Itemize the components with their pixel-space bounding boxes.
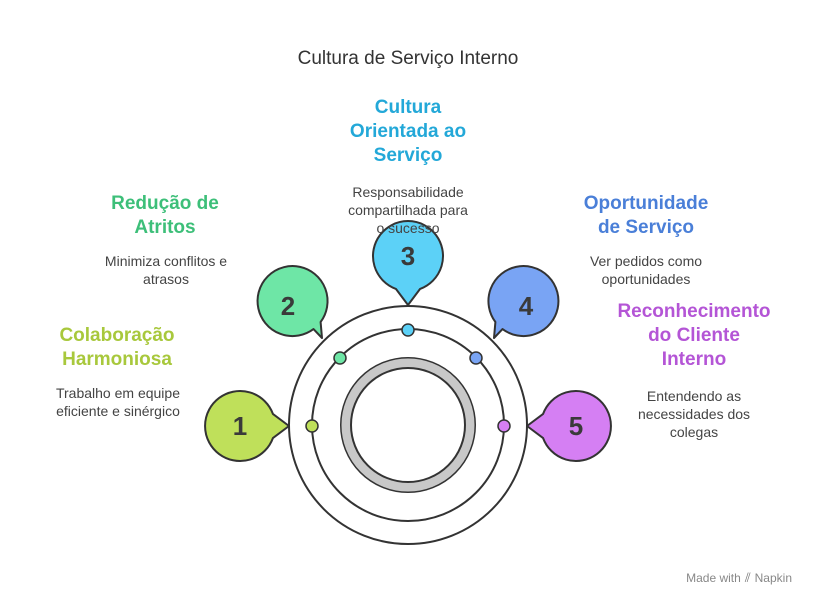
step-2-bubble: 2 (256, 265, 329, 339)
step-2-dot (333, 351, 347, 365)
page-title: Cultura de Serviço Interno (297, 48, 519, 69)
step-2-heading: Redução de Atritos (111, 193, 219, 238)
step-1-dot (305, 419, 319, 433)
step-5-bubble: 5 (526, 390, 612, 462)
inner-ring-inner-edge (350, 367, 466, 483)
step-5-number: 5 (569, 411, 583, 441)
step-3-number: 3 (401, 241, 415, 271)
napkin-branding[interactable]: Made with ⫽ Napkin (686, 570, 792, 586)
step-3-heading: Cultura Orientada ao Serviço (349, 97, 467, 166)
step-4-number: 4 (519, 291, 534, 321)
step-5-description: Entendendo as necessidades dos colegas (637, 388, 751, 440)
step-5-heading: Reconhecimento do Cliente Interno (617, 301, 771, 370)
step-4-heading: Oportunidade de Serviço (583, 193, 709, 238)
step-1-number: 1 (233, 411, 247, 441)
step-1-heading: Colaboração Harmoniosa (59, 325, 175, 370)
step-4-bubble: 4 (487, 265, 560, 339)
napkin-logo-icon: ⫽ (744, 570, 751, 585)
step-3-bubble: 3 (372, 220, 444, 306)
step-1-description: Trabalho em equipe eficiente e sinérgico (55, 385, 180, 419)
step-3-dot (401, 323, 415, 337)
step-2-description: Minimiza conflitos e atrasos (104, 253, 228, 287)
step-3-description: Responsabilidade compartilhada para o su… (348, 184, 468, 236)
step-4-dot (469, 351, 483, 365)
brand-name: Napkin (754, 571, 792, 585)
step-5-dot (497, 419, 511, 433)
inner-ring (341, 358, 475, 492)
step-1-bubble: 1 (204, 390, 290, 462)
step-2-number: 2 (281, 291, 295, 321)
made-with-label: Made with (686, 571, 741, 585)
inner-ring-outer-edge (340, 357, 476, 493)
step-4-description: Ver pedidos como oportunidades (589, 253, 703, 287)
